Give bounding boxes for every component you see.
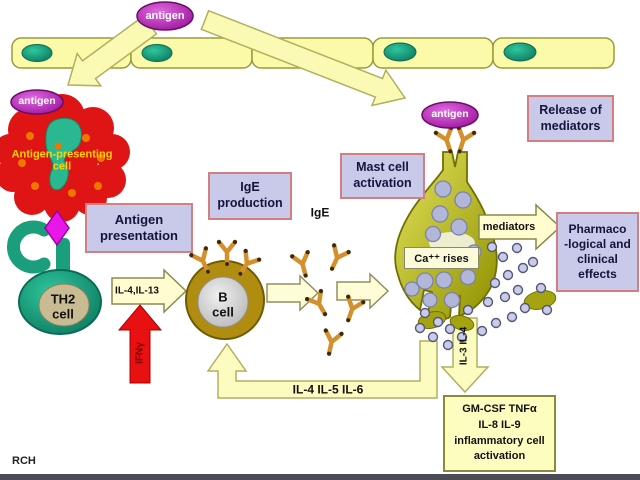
mast-cell (394, 151, 557, 331)
ige-production-box: IgE production (208, 172, 292, 220)
antigen-presentation-box: Antigen presentation (85, 203, 193, 253)
ca-rises-box: Ca⁺⁺ rises (404, 247, 479, 269)
antigen-entry-arrow-left (67, 15, 158, 87)
tcr-receptor (7, 220, 51, 274)
il4-il5-il6-label: IL-4 IL-5 IL-6 (292, 382, 364, 397)
released-mediator-dots (414, 241, 553, 351)
apc-label: Antigen-presenting cell (11, 148, 113, 173)
apc-antigen-fragments (18, 132, 105, 197)
il3-il4-arrow (440, 317, 490, 394)
th2-cell-label: TH2 cell (50, 291, 76, 321)
antigen-oval-apc (10, 89, 64, 115)
il3-il4-label: IL-3 IL-4 (458, 326, 470, 366)
antigen-presenting-cell (0, 94, 130, 222)
bcell-to-mast-arrow-1 (266, 274, 320, 312)
ifn-gamma-arrow (117, 304, 163, 384)
antigen-peptide-diamond (44, 209, 70, 247)
antigen-oval-top (136, 1, 194, 31)
tcr-stem (56, 238, 70, 278)
antigen-top-label: antigen (145, 9, 185, 22)
ige-label: IgE (310, 205, 330, 220)
mediators-label: mediators (482, 220, 536, 233)
bottom-border-bar (0, 474, 640, 480)
antigen-entry-arrow-right (200, 9, 407, 107)
feedback-arrow-il4-il5-il6 (206, 340, 438, 399)
mediators-arrow (478, 203, 562, 251)
cytokine-activation-box: GM-CSF TNFα IL-8 IL-9 inflammatory cell … (443, 395, 556, 472)
th2-cell (18, 269, 102, 335)
il4-il13-label: IL-4,IL-13 (115, 285, 159, 297)
mast-cell-activation-box: Mast cell activation (340, 153, 425, 199)
b-cell-label: B cell (212, 289, 234, 319)
antigen-mast-label: antigen (431, 108, 469, 121)
release-of-mediators-box: Release of mediators (527, 95, 614, 142)
il4-il13-arrow (111, 268, 188, 314)
ifn-gamma-label: IFNγ (134, 342, 146, 364)
antigen-apc-label: antigen (18, 95, 56, 108)
antigen-oval-mast (421, 101, 479, 129)
epithelial-nucleus (21, 42, 537, 62)
epithelial-barrier (11, 37, 615, 69)
b-cell (185, 260, 265, 340)
watermark-rch: RCH (12, 455, 36, 467)
pharmacological-effects-box: Pharmaco -logical and clinical effects (556, 212, 639, 292)
apc-endosome (45, 117, 82, 191)
